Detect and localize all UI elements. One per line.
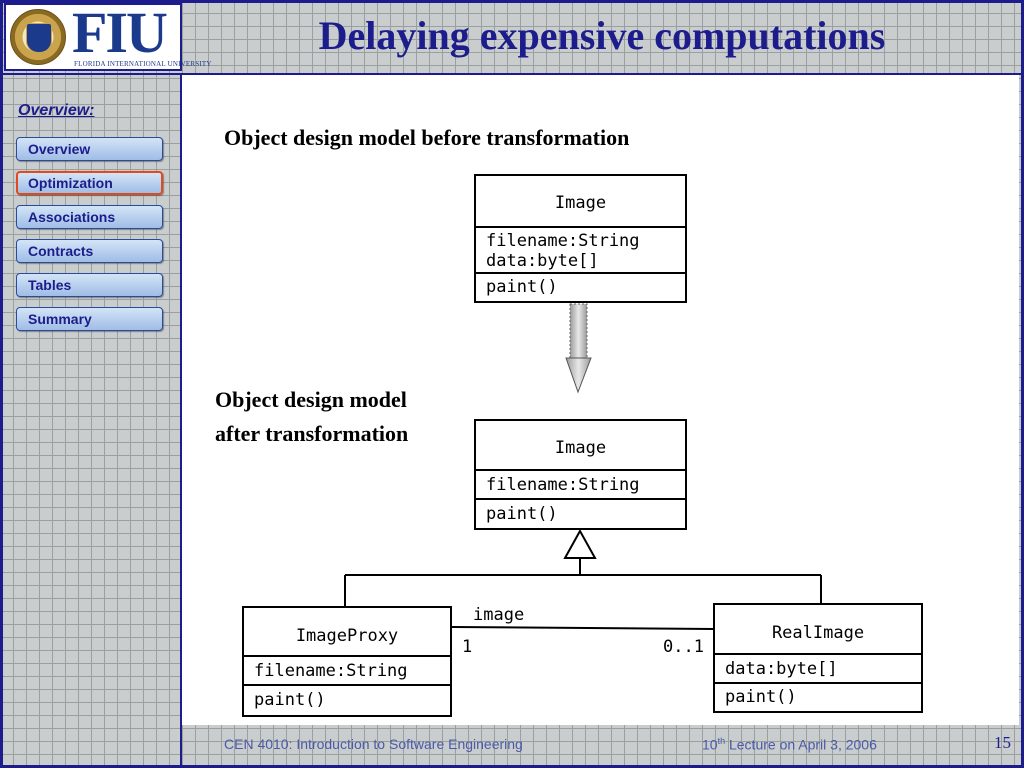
class-image-after: Image filename:String paint() (474, 419, 687, 530)
nav-item-associations[interactable]: Associations (16, 205, 163, 229)
class-name: Image (476, 176, 685, 228)
class-image-proxy: ImageProxy filename:String paint() (242, 606, 452, 717)
nav-item-contracts[interactable]: Contracts (16, 239, 163, 263)
sidebar-nav: Overview Optimization Associations Contr… (16, 137, 163, 341)
class-real-image: RealImage data:byte[] paint() (713, 603, 923, 713)
nav-item-optimization[interactable]: Optimization (16, 171, 163, 195)
after-caption-line2: after transformation (215, 421, 409, 446)
slide-title: Delaying expensive computations (318, 13, 886, 58)
right-multiplicity-label: 0..1 (663, 637, 704, 657)
sidebar-heading: Overview: (18, 102, 95, 119)
class-attributes: data:byte[] (715, 655, 921, 684)
class-operations: paint() (486, 504, 558, 524)
class-operations: paint() (725, 687, 797, 707)
class-name: Image (476, 421, 685, 471)
class-attributes: filename:String (476, 471, 685, 500)
transformation-arrow-icon (565, 303, 592, 394)
class-attributes: filename:String data:byte[] (476, 228, 685, 274)
association-line (451, 626, 715, 630)
class-image-before: Image filename:String data:byte[] paint(… (474, 174, 687, 303)
attribute: filename:String (486, 231, 640, 251)
attribute: data:byte[] (486, 251, 599, 271)
generalization-connector (344, 558, 822, 607)
logo-text: FIU (72, 0, 168, 65)
footer-lecture-rest: Lecture on April 3, 2006 (728, 736, 877, 753)
class-name: ImageProxy (244, 608, 450, 657)
footer-course: CEN 4010: Introduction to Software Engin… (224, 736, 523, 752)
footer-lecture-ordinal: 10 (702, 736, 718, 753)
class-attributes: filename:String (244, 657, 450, 686)
page-number: 15 (994, 733, 1011, 752)
before-caption: Object design model before transformatio… (224, 125, 630, 150)
inheritance-triangle-icon (563, 528, 597, 559)
association-role-label: image (473, 605, 525, 625)
class-name: RealImage (715, 605, 921, 655)
class-operations: paint() (486, 277, 558, 297)
footer-lecture: 10th Lecture on April 3, 2006 (702, 736, 877, 753)
sidebar-divider (180, 73, 182, 768)
logo-subtitle: FLORIDA INTERNATIONAL UNIVERSITY (74, 60, 212, 68)
university-seal-icon (10, 9, 66, 65)
left-multiplicity-label: 1 (462, 637, 473, 657)
nav-item-summary[interactable]: Summary (16, 307, 163, 331)
footer-lecture-sup: th (717, 736, 726, 746)
header-divider (0, 73, 1024, 75)
class-operations: paint() (254, 690, 326, 710)
after-caption-line1: Object design model (215, 387, 407, 412)
fiu-logo: FIU FLORIDA INTERNATIONAL UNIVERSITY (4, 0, 211, 71)
nav-item-overview[interactable]: Overview (16, 137, 163, 161)
nav-item-tables[interactable]: Tables (16, 273, 163, 297)
seal-shield (26, 23, 52, 53)
